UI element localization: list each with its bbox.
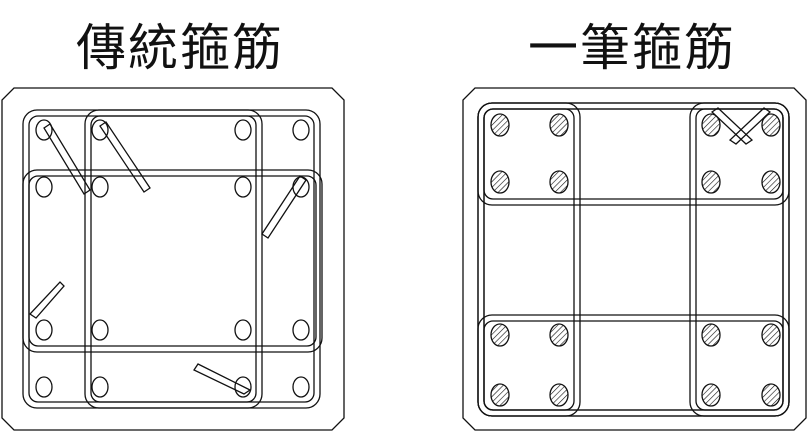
hatched-rebar	[761, 170, 781, 194]
horizontal-stirrup	[22, 169, 323, 353]
column-section-single-stroke	[462, 87, 807, 431]
hook-right	[261, 175, 307, 239]
bottom-band-stirrup	[477, 314, 790, 417]
single-stroke-stirrup-title: 一筆箍筋	[528, 19, 736, 77]
hatched-rebar	[490, 323, 510, 347]
hatched-rebar	[549, 323, 569, 347]
rebar	[35, 119, 53, 141]
outer-stirrup	[22, 109, 321, 409]
hatched-rebar	[701, 323, 721, 347]
left-band-stirrup	[477, 102, 581, 417]
hatched-rebar	[761, 323, 781, 347]
rebar	[35, 319, 53, 341]
vertical-stirrup-inner	[90, 115, 257, 403]
traditional-stirrup-title: 傳統箍筋	[76, 19, 284, 77]
hook-left	[29, 281, 65, 319]
rebar	[292, 376, 310, 398]
hatched-rebar	[761, 113, 781, 137]
rebar	[35, 176, 53, 198]
rebar	[234, 319, 252, 341]
hatched-rebar	[490, 383, 510, 407]
hook-bottom	[193, 363, 252, 395]
column-section-traditional	[1, 87, 345, 431]
rebar	[91, 119, 109, 141]
top-band-stirrup-inner	[483, 108, 784, 200]
hatched-rebar	[701, 383, 721, 407]
horizontal-stirrup-inner	[28, 175, 317, 347]
top-band-stirrup	[477, 102, 790, 206]
rebar	[292, 176, 310, 198]
rebar	[292, 119, 310, 141]
right-band-stirrup	[689, 102, 790, 417]
hatched-rebar	[490, 113, 510, 137]
hook-top-left	[43, 123, 91, 195]
hatched-rebar	[701, 113, 721, 137]
hatched-rebar	[490, 170, 510, 194]
rebar	[91, 176, 109, 198]
rebar	[234, 376, 252, 398]
bottom-band-stirrup-inner	[483, 320, 784, 411]
left-band-stirrup-inner	[483, 108, 575, 411]
perimeter-stirrup	[477, 102, 790, 417]
rebar	[292, 319, 310, 341]
right-band-stirrup-inner	[695, 108, 784, 411]
hatched-rebar	[549, 170, 569, 194]
vertical-stirrup	[84, 109, 263, 409]
crossing-hook-1	[710, 107, 754, 145]
rebar	[91, 376, 109, 398]
rebar	[91, 319, 109, 341]
rebar	[234, 119, 252, 141]
crossing-hook-2	[728, 107, 772, 145]
hook-top-middle	[99, 121, 151, 193]
perimeter-stirrup-inner	[483, 108, 784, 411]
hatched-rebar	[701, 170, 721, 194]
hatched-rebar	[549, 383, 569, 407]
rebar	[35, 376, 53, 398]
rebar	[234, 176, 252, 198]
hatched-rebar	[549, 113, 569, 137]
hatched-rebar	[761, 383, 781, 407]
